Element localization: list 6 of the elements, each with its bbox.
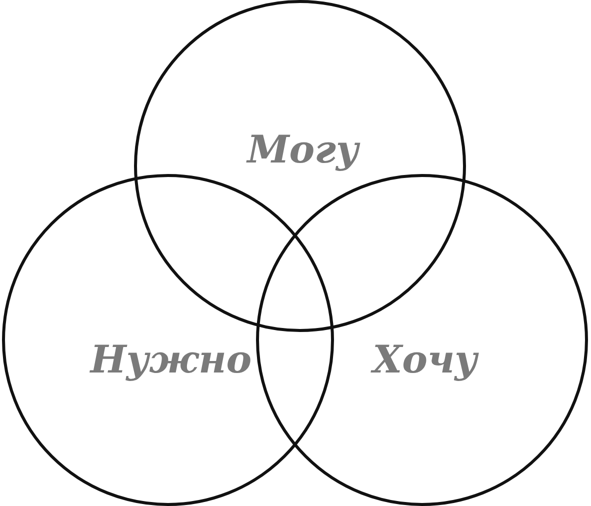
circle-label: Нужно <box>90 336 252 382</box>
venn-circle <box>256 174 588 506</box>
venn-circle <box>2 174 334 506</box>
circle-label: Хочу <box>372 336 478 382</box>
circle-label: Могу <box>247 126 359 172</box>
venn-circle <box>134 0 466 332</box>
